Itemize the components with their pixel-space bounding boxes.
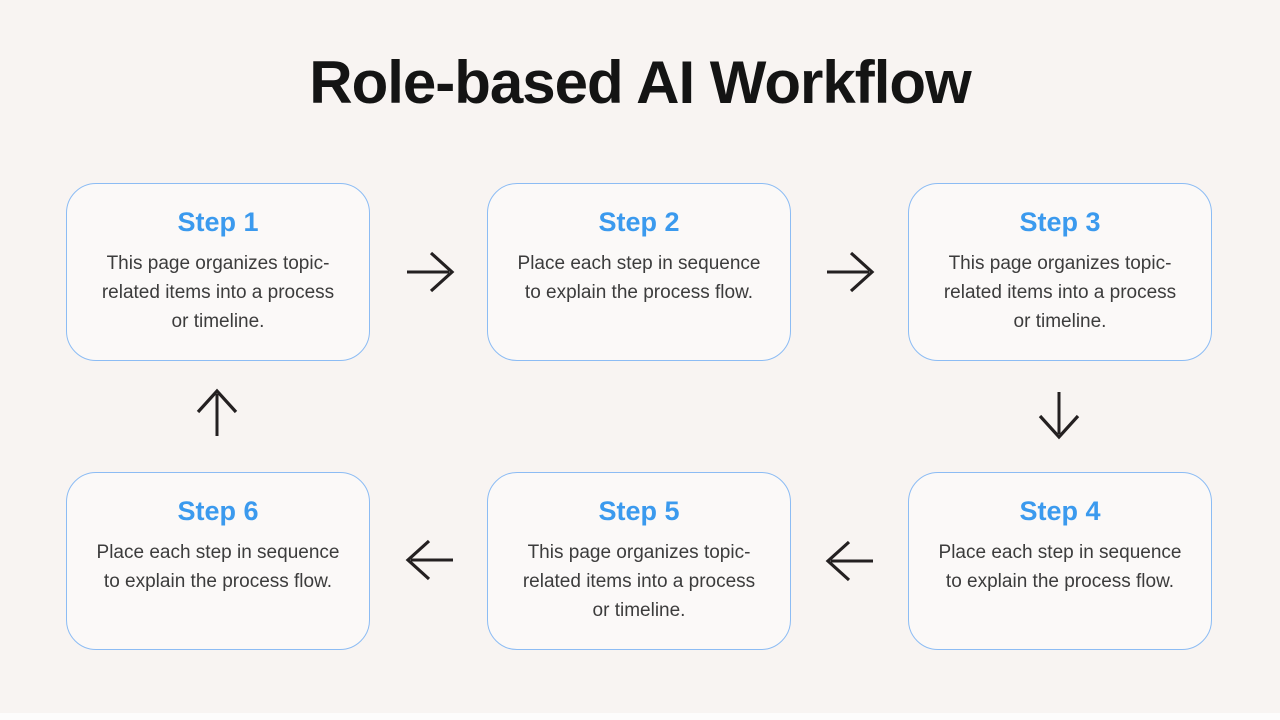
step-box-6: Step 6 Place each step in sequence to ex… bbox=[66, 472, 370, 650]
step-3-description: This page organizes topic-related items … bbox=[943, 253, 1177, 332]
step-4-title: Step 4 bbox=[1019, 496, 1101, 526]
step-2-title: Step 2 bbox=[598, 207, 680, 237]
arrow-down-icon bbox=[1037, 387, 1081, 443]
step-box-5: Step 5 This page organizes topic-related… bbox=[487, 472, 791, 650]
bottom-strip bbox=[0, 713, 1280, 720]
arrow-right-icon bbox=[822, 250, 878, 294]
step-box-3: Step 3 This page organizes topic-related… bbox=[908, 183, 1212, 361]
step-box-2: Step 2 Place each step in sequence to ex… bbox=[487, 183, 791, 361]
step-3-title: Step 3 bbox=[1019, 207, 1101, 237]
step-box-1: Step 1 This page organizes topic-related… bbox=[66, 183, 370, 361]
step-6-description: Place each step in sequence to explain t… bbox=[96, 542, 340, 592]
step-2-description: Place each step in sequence to explain t… bbox=[517, 253, 761, 303]
arrow-right-icon bbox=[402, 250, 458, 294]
arrow-left-icon bbox=[822, 539, 878, 583]
step-1-description: This page organizes topic-related items … bbox=[101, 253, 335, 332]
step-6-title: Step 6 bbox=[177, 496, 259, 526]
page-title: Role-based AI Workflow bbox=[309, 49, 971, 116]
step-5-description: This page organizes topic-related items … bbox=[522, 542, 756, 621]
step-4-description: Place each step in sequence to explain t… bbox=[938, 542, 1182, 592]
step-1-title: Step 1 bbox=[177, 207, 259, 237]
arrow-up-icon bbox=[195, 385, 239, 441]
step-5-title: Step 5 bbox=[598, 496, 680, 526]
arrow-left-icon bbox=[402, 538, 458, 582]
step-box-4: Step 4 Place each step in sequence to ex… bbox=[908, 472, 1212, 650]
